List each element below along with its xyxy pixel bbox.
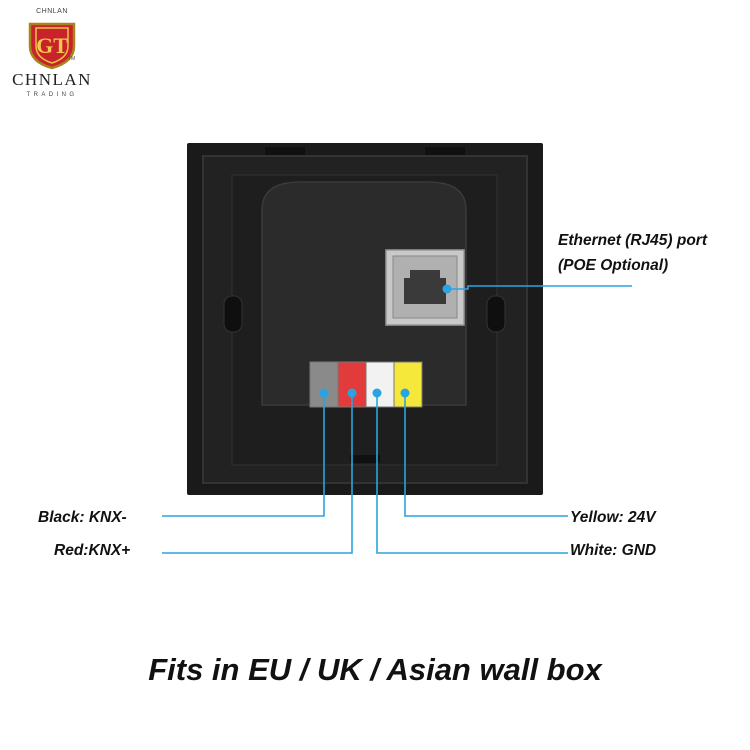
terminal-yellow (393, 361, 423, 408)
logo-subtitle: TRADING (26, 92, 78, 98)
dot-red (347, 388, 357, 398)
callout-yellow (404, 393, 568, 517)
callout-lines (162, 285, 632, 554)
black-knx-minus-label: Black: KNX- (38, 509, 127, 526)
logo-trademark: TM (68, 56, 76, 62)
logo-name: CHNLAN (12, 70, 92, 89)
terminal-block (309, 361, 423, 408)
top-notch-left (265, 147, 305, 155)
logo-top-text: CHNLAN (36, 8, 68, 15)
white-gnd-label: White: GND (570, 542, 657, 559)
callout-ethernet (447, 285, 632, 290)
screw-slot-left (223, 295, 243, 333)
logo-monogram: GT (36, 33, 68, 58)
top-notch-right (425, 147, 465, 155)
callout-black (162, 393, 325, 517)
bottom-notch (350, 455, 380, 463)
callout-red (162, 393, 353, 554)
yellow-24v-label: Yellow: 24V (570, 509, 656, 526)
logo-shield-icon: GT (28, 22, 76, 70)
screw-slot-right (486, 295, 506, 333)
rj45-socket-opening (404, 270, 446, 304)
wall-box-caption: Fits in EU / UK / Asian wall box (148, 652, 602, 687)
module-body (261, 181, 467, 406)
callout-white (376, 393, 568, 554)
dot-black (319, 388, 329, 398)
terminal-white (365, 361, 395, 408)
red-knx-plus-label: Red:KNX+ (54, 542, 131, 559)
callout-dots (319, 284, 452, 398)
brand-logo: CHNLAN GT TM CHNLAN TRADING (4, 6, 100, 102)
poe-optional-label: (POE Optional) (558, 257, 669, 274)
dot-yellow (400, 388, 410, 398)
dot-white (372, 388, 382, 398)
dot-ethernet (442, 284, 452, 294)
ethernet-port-label: Ethernet (RJ45) port (558, 232, 707, 249)
